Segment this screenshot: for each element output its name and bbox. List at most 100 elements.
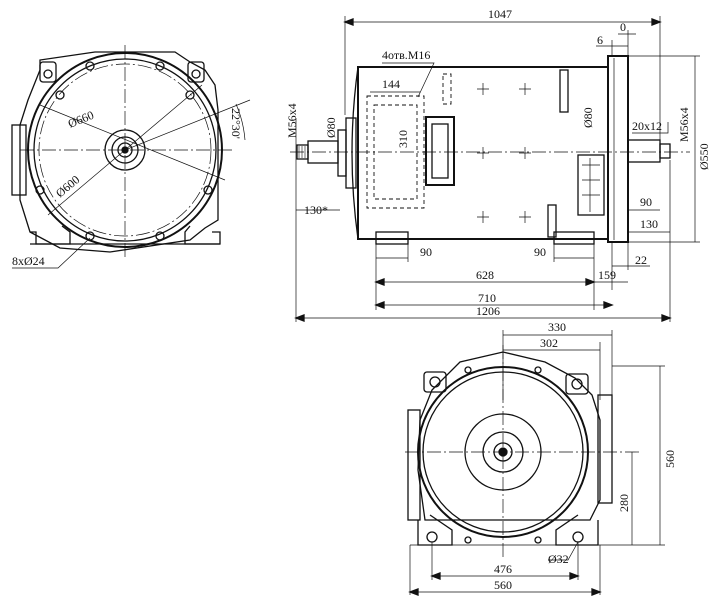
dim-box-height: 310 [396, 130, 410, 148]
dim-thread-right: M56x4 [677, 107, 691, 142]
dim-length-710: 710 [478, 291, 496, 305]
dim-foot-hole: Ø32 [548, 552, 569, 566]
dim-overall-length: 1047 [488, 7, 512, 21]
holes-24-leader [12, 237, 91, 269]
hidden-vent [442, 73, 452, 105]
dim-flange-holes: 8xØ24 [12, 254, 45, 268]
dim-foot-spacing: 628 [476, 268, 494, 282]
dim-total-length: 1206 [476, 304, 500, 318]
dim-shaft-90: 90 [640, 195, 652, 209]
right-shaft [627, 139, 661, 163]
dim-flange-offset-zero: 0 [620, 20, 626, 34]
dim-shaft-diameter-left: Ø80 [324, 117, 338, 138]
dim-height-560: 560 [663, 450, 677, 468]
dim-flange-159: 159 [598, 268, 616, 282]
plus-mark [477, 147, 489, 159]
rear-foot-hole-left [426, 531, 438, 543]
rear-lug-left-hole [429, 376, 441, 388]
dim-shaft-diameter-right: Ø80 [581, 107, 595, 128]
side-view: 1047 0 6 [285, 7, 711, 322]
dim-thread-left: M56x4 [285, 103, 299, 138]
bolt-markers [477, 83, 531, 223]
plus-mark [477, 211, 489, 223]
plus-mark [519, 211, 531, 223]
left-bearing-cap [337, 129, 347, 177]
flange-view-lug-left [39, 61, 57, 83]
rear-foot-hole-right [572, 531, 584, 543]
right-flange [607, 55, 629, 243]
bolt-hole [185, 90, 195, 100]
arrow [343, 18, 354, 26]
holes-m16-leader [382, 62, 435, 98]
dim-foot-offset-right: 90 [534, 245, 546, 259]
dim-flange-22: 22 [635, 253, 647, 267]
bolt-hole [35, 185, 45, 195]
arrow [585, 278, 596, 286]
flange-view-lug-right-hole [191, 69, 201, 79]
dim-base-width: 560 [494, 578, 512, 592]
bolt-hole [155, 61, 165, 71]
arrow [430, 572, 441, 580]
left-endshield [345, 117, 357, 189]
flange-end-view: Ø660 Ø600 22°30' 8xØ24 [11, 45, 251, 269]
arrow [374, 278, 385, 286]
bolt-hole [203, 185, 213, 195]
dim-axis-height: 280 [617, 494, 631, 512]
terminal-plate [425, 116, 455, 186]
arrow [294, 314, 305, 322]
dim-width-330: 330 [548, 320, 566, 334]
flange-view-side-box [11, 124, 27, 196]
bolt-hole [55, 90, 65, 100]
rear-bolt [534, 536, 542, 544]
bolt-hole [85, 61, 95, 71]
plus-mark [519, 83, 531, 95]
plus-mark [519, 147, 531, 159]
plus-mark [477, 83, 489, 95]
bolt-hole [85, 231, 95, 241]
dim-box-width: 144 [382, 77, 400, 91]
rear-bolt [464, 366, 472, 374]
rear-view-side-cover [597, 394, 613, 504]
flange-view-frame-outline [19, 51, 219, 253]
dim-bolt-circle-600: Ø600 [53, 172, 82, 200]
dim-flange-diameter: Ø550 [697, 143, 711, 170]
flange-view-lug-right [187, 61, 205, 83]
dim-width-302: 302 [540, 336, 558, 350]
dim-shaft-extension-left: 130* [304, 203, 328, 217]
arrow [661, 314, 672, 322]
rear-bolt [534, 366, 542, 374]
right-shaft-thread [659, 143, 671, 159]
arrow [408, 588, 419, 596]
rear-view-frame [417, 351, 601, 521]
arrow [651, 18, 662, 26]
terminal-plate-inner [431, 123, 449, 179]
key-leader [632, 122, 669, 134]
arrow [591, 588, 602, 596]
flange-bolt-holes [35, 61, 213, 241]
bolt-hole [155, 231, 165, 241]
dim-foot-span: 476 [494, 562, 512, 576]
angle-arc [235, 103, 246, 141]
foot-left [375, 231, 409, 245]
motor-body-left-end [351, 66, 359, 240]
flange-view-foot-left [30, 225, 71, 245]
dim-foot-offset-left: 90 [420, 245, 432, 259]
rear-bolt [464, 536, 472, 544]
flange-view-foot-right [184, 225, 221, 245]
rear-end-view: 330 302 560 [405, 320, 677, 596]
body-slot-bottom [547, 204, 557, 238]
dim-flange-step: 6 [597, 33, 603, 47]
dim-angle: 22°30' [229, 108, 243, 139]
dim-shaft-130: 130 [640, 217, 658, 231]
dim-key: 20x12 [632, 119, 662, 133]
foot-hole-leader [548, 541, 579, 561]
arrow [603, 301, 614, 309]
foot-right [553, 231, 595, 245]
right-fan-box [577, 154, 605, 216]
flange-view-lug-left-hole [43, 69, 53, 79]
rear-view-left-cover [407, 409, 421, 521]
rear-lug-left [423, 371, 447, 393]
body-slot-top [559, 69, 569, 113]
dim-holes-m16: 4отв.M16 [382, 48, 430, 62]
